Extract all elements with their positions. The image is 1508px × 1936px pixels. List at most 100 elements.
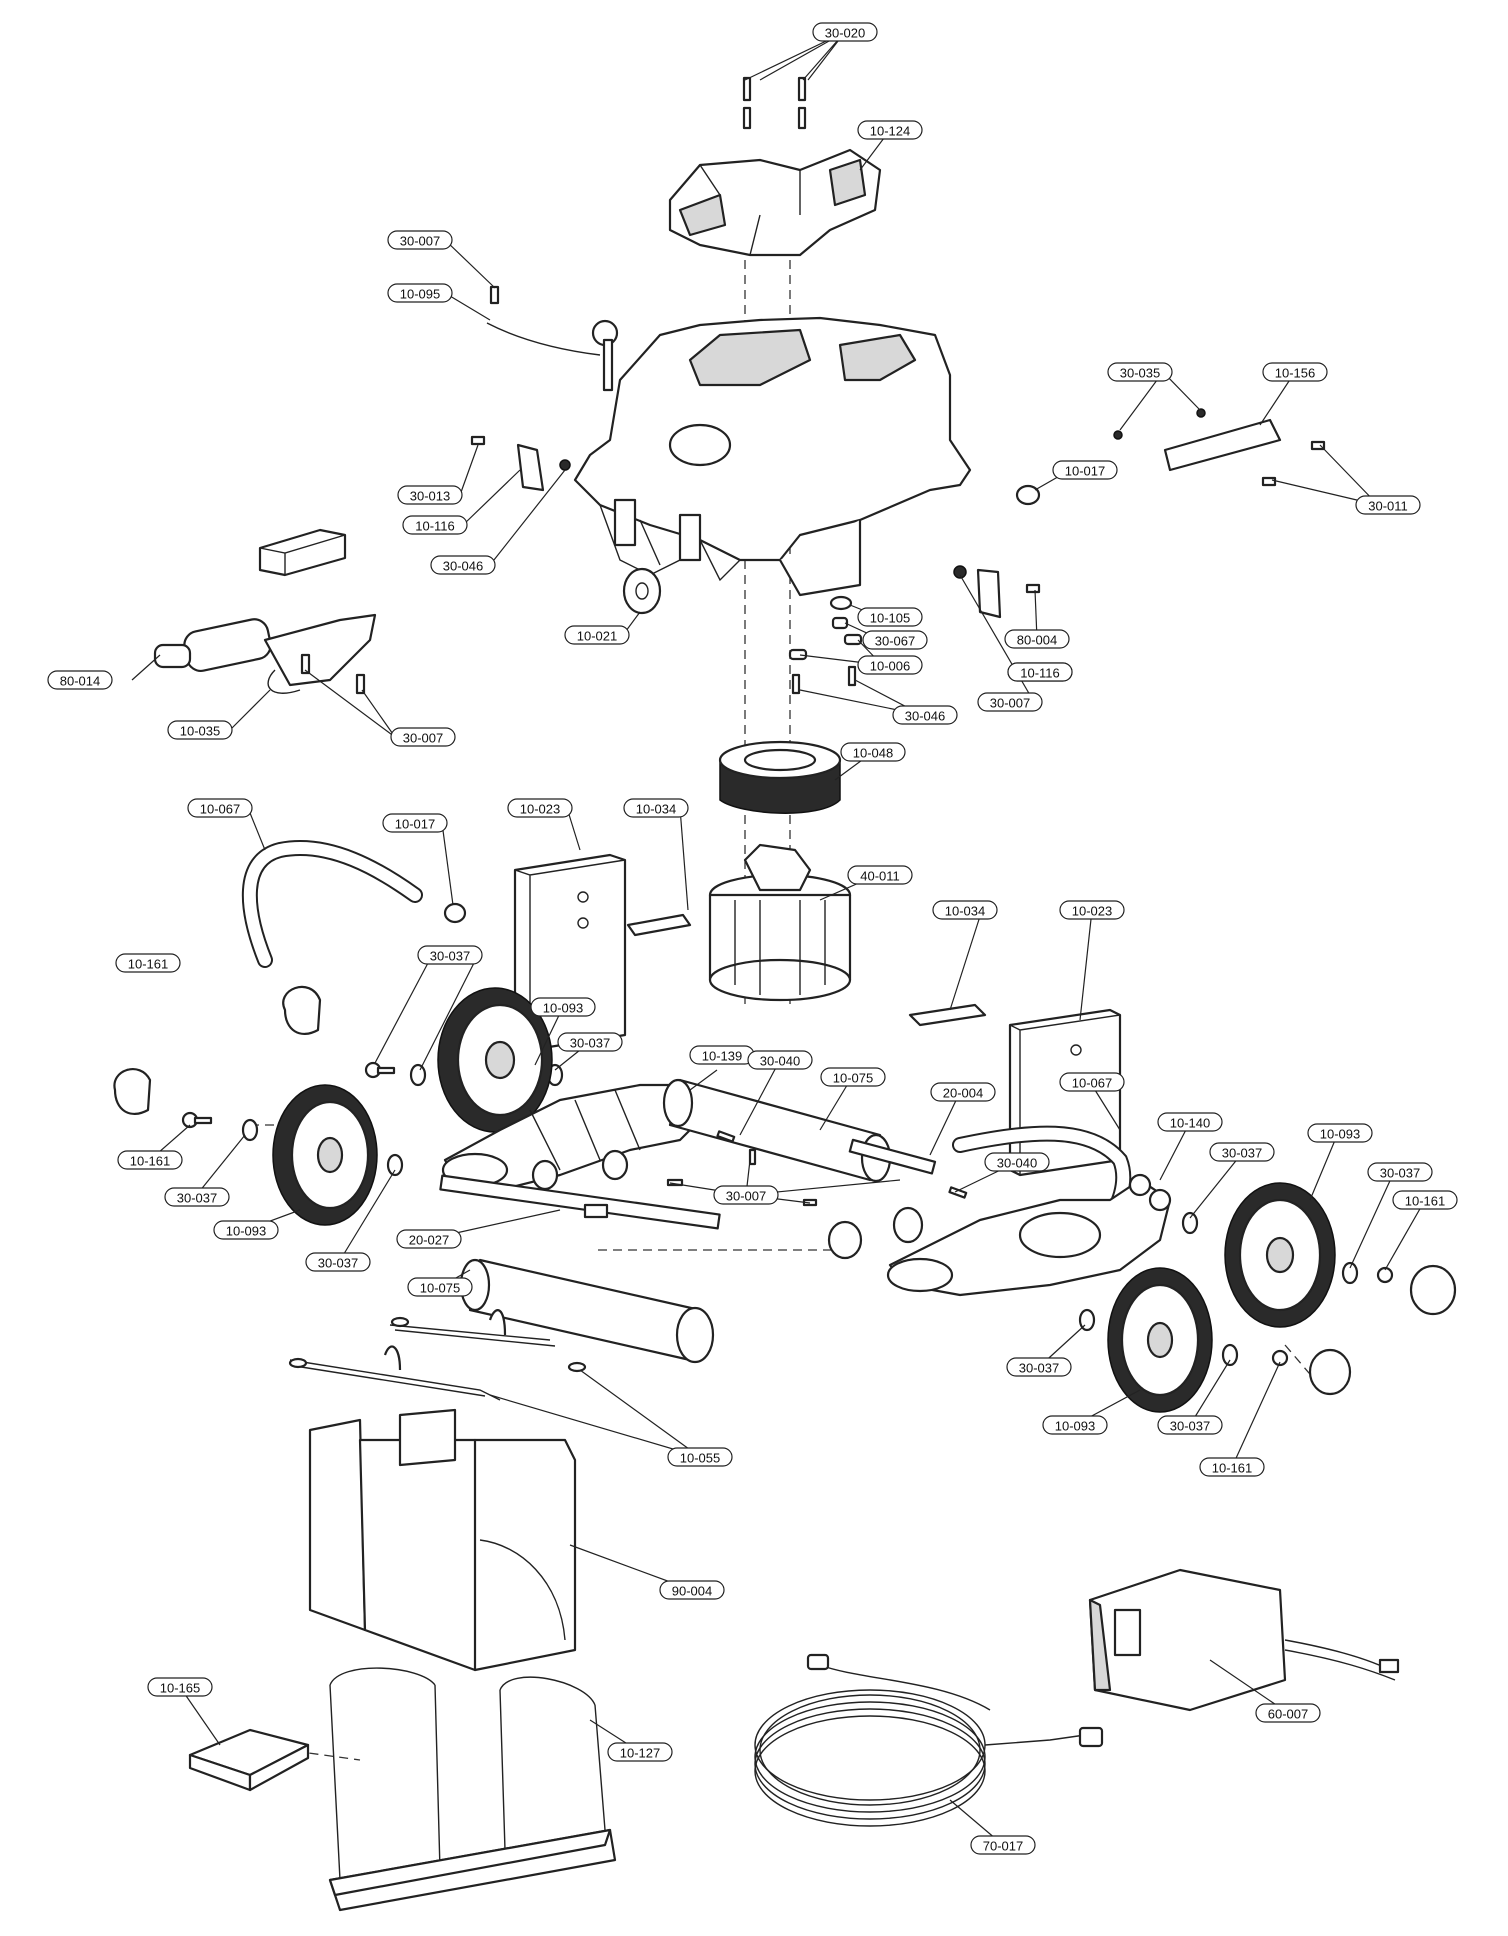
callout-tag: 30-037 xyxy=(305,1252,371,1272)
callout-tag-frame xyxy=(397,485,463,505)
callout-tag: 10-161 xyxy=(1199,1457,1265,1477)
callout-tag-frame xyxy=(387,283,453,303)
callout-tag: 30-046 xyxy=(430,555,496,575)
callout-tag-frame xyxy=(1059,900,1125,920)
callout-tag: 10-067 xyxy=(187,798,253,818)
callout-tag-text: 30-037 xyxy=(1222,1146,1262,1161)
wheel-10-093-c xyxy=(1224,1182,1336,1328)
middle-screws xyxy=(666,1130,968,1260)
callout-tag-frame xyxy=(402,515,468,535)
callout-tag-text: 10-055 xyxy=(680,1451,720,1466)
callout-tag-text: 30-011 xyxy=(1368,499,1408,514)
callout-tag: 10-127 xyxy=(607,1742,673,1762)
callout-tag-frame xyxy=(1157,1415,1223,1435)
callout-tag: 10-006 xyxy=(857,655,923,675)
callout-tag-text: 30-037 xyxy=(430,949,470,964)
callout-tag-frame xyxy=(623,798,689,818)
callout-tag-frame xyxy=(1262,362,1328,382)
callout-tag: 10-093 xyxy=(1307,1123,1373,1143)
hubcaps xyxy=(1308,1264,1457,1396)
callout-tag-frame xyxy=(713,1185,779,1205)
block-10-021 xyxy=(258,528,347,577)
tube-10-075-lower xyxy=(459,1258,715,1364)
callout-tag-frame xyxy=(1042,1415,1108,1435)
callout-tag-text: 90-004 xyxy=(672,1584,712,1599)
callout-tag-frame xyxy=(977,692,1043,712)
callout-tag-text: 10-093 xyxy=(543,1001,583,1016)
callout-tag-text: 30-007 xyxy=(726,1189,766,1204)
callout-tag: 10-023 xyxy=(1059,900,1125,920)
callout-tag: 30-035 xyxy=(1107,362,1173,382)
strap-10-156 xyxy=(1015,408,1326,506)
callout-tag-frame xyxy=(213,1220,279,1240)
cable-coil-70-017 xyxy=(754,1653,1104,1827)
callout-tag-text: 10-093 xyxy=(1320,1127,1360,1142)
callout-tag-frame xyxy=(115,953,181,973)
callout-tag-text: 80-014 xyxy=(60,674,100,689)
callout-tag-frame xyxy=(747,1050,813,1070)
callout-tag-frame xyxy=(417,945,483,965)
callout-tag-frame xyxy=(407,1277,473,1297)
callout-tag-frame xyxy=(932,900,998,920)
callout-tag-text: 30-046 xyxy=(905,709,945,724)
callout-tag: 10-156 xyxy=(1262,362,1328,382)
tube-10-075-upper xyxy=(662,1078,892,1183)
callout-tag-frame xyxy=(1006,1357,1072,1377)
impeller-cover-10-048 xyxy=(718,740,842,814)
motor-40-011 xyxy=(708,843,852,1002)
callout-tag-text: 10-161 xyxy=(1405,1194,1445,1209)
callout-tag: 10-105 xyxy=(857,607,923,627)
callout-tag-text: 30-046 xyxy=(443,559,483,574)
callout-tag-text: 10-165 xyxy=(160,1681,200,1696)
callout-tag-text: 10-156 xyxy=(1275,366,1315,381)
callout-tag: 10-035 xyxy=(167,720,233,740)
callout-tag-text: 10-017 xyxy=(1065,464,1105,479)
callout-tag-frame xyxy=(305,1252,371,1272)
callout-tag-frame xyxy=(1367,1162,1433,1182)
callout-tag-frame xyxy=(117,1150,183,1170)
callout-tag-frame xyxy=(1007,662,1073,682)
callout-tag-text: 10-124 xyxy=(870,124,910,139)
straps-10-055 xyxy=(288,1309,587,1401)
callout-tag: 10-161 xyxy=(117,1150,183,1170)
callout-tag: 30-037 xyxy=(1209,1142,1275,1162)
callout-tag-text: 10-034 xyxy=(945,904,985,919)
callout-tag-text: 30-037 xyxy=(1170,1419,1210,1434)
callout-tag-text: 10-021 xyxy=(577,629,617,644)
callout-tag: 10-034 xyxy=(623,798,689,818)
callout-tag-text: 10-048 xyxy=(853,746,893,761)
callout-tag: 10-093 xyxy=(213,1220,279,1240)
callout-tag: 10-075 xyxy=(407,1277,473,1297)
callout-tag-frame xyxy=(1059,1072,1125,1092)
callout-tag: 30-007 xyxy=(713,1185,779,1205)
shaft-20-027 xyxy=(439,1174,721,1230)
callout-tag-frame xyxy=(564,625,630,645)
callout-tag-frame xyxy=(1307,1123,1373,1143)
callout-tag: 30-037 xyxy=(1367,1162,1433,1182)
callout-tag-text: 10-140 xyxy=(1170,1116,1210,1131)
small-hardware xyxy=(788,595,863,695)
callout-tag: 30-037 xyxy=(1006,1357,1072,1377)
callout-tag: 30-007 xyxy=(387,230,453,250)
callout-tag: 30-040 xyxy=(984,1152,1050,1172)
callout-tag-text: 80-004 xyxy=(1017,633,1057,648)
callout-tag-frame xyxy=(187,798,253,818)
callout-tag-text: 30-037 xyxy=(177,1191,217,1206)
cart-10-127 xyxy=(328,1667,617,1912)
callout-tag: 10-095 xyxy=(387,283,453,303)
callout-tag-text: 30-013 xyxy=(410,489,450,504)
callout-tag-text: 30-035 xyxy=(1120,366,1160,381)
wheel-10-093-d xyxy=(1107,1267,1213,1413)
pad-10-165 xyxy=(188,1728,310,1792)
callout-tag-text: 10-075 xyxy=(833,1071,873,1086)
callout-tag-frame xyxy=(667,1447,733,1467)
callout-tag-frame xyxy=(984,1152,1050,1172)
callout-tag: 30-013 xyxy=(397,485,463,505)
callout-tag: 10-140 xyxy=(1157,1112,1223,1132)
callout-tag-text: 10-161 xyxy=(1212,1461,1252,1476)
callout-tag-frame xyxy=(820,1067,886,1087)
callout-tag: 30-040 xyxy=(747,1050,813,1070)
callout-tag-frame xyxy=(1157,1112,1223,1132)
side-body-right xyxy=(886,1173,1172,1297)
callout-tag-frame xyxy=(147,1677,213,1697)
